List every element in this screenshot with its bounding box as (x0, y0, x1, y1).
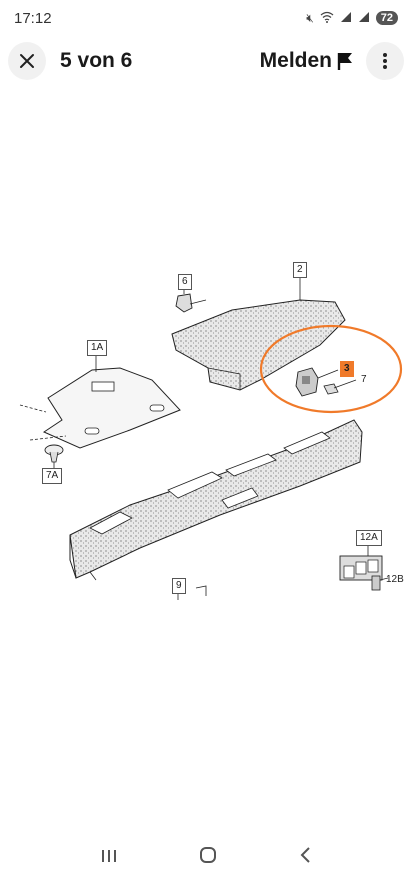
status-bar: 17:12 🔇︎ 72 (0, 0, 412, 36)
signal-icon (358, 11, 370, 26)
part-12a-bezel (339, 544, 383, 581)
wifi-icon (320, 11, 334, 26)
image-viewer[interactable]: 1A 2 3 6 7 7A 9 12A 12B (0, 100, 412, 830)
mute-icon: 🔇︎ (306, 10, 314, 25)
callout-12b: 12B (386, 574, 404, 585)
part-7a-pin (44, 444, 64, 468)
callout-2: 2 (293, 262, 307, 278)
signal-icon (340, 11, 352, 26)
recents-icon[interactable] (100, 844, 118, 870)
callout-3: 3 (340, 361, 354, 377)
report-label: Melden (259, 49, 332, 72)
callout-7: 7 (361, 374, 367, 385)
callout-6: 6 (178, 274, 192, 290)
callout-12a: 12A (356, 530, 382, 546)
top-bar: 5 von 6 Melden (0, 36, 412, 86)
part-3-switch (295, 367, 339, 397)
callout-9: 9 (172, 578, 186, 594)
close-button[interactable] (8, 42, 46, 80)
console-panel (69, 419, 363, 581)
part-1a-plate (19, 352, 181, 449)
flag-icon (337, 53, 352, 70)
home-icon[interactable] (199, 844, 217, 870)
highlight-circle (259, 324, 403, 414)
battery-badge: 72 (375, 11, 398, 25)
nav-bar (0, 831, 412, 883)
back-icon[interactable] (298, 844, 312, 870)
page-counter: 5 von 6 (60, 49, 133, 72)
report-button[interactable]: Melden (260, 49, 354, 73)
callout-1a: 1A (87, 340, 108, 356)
more-vert-icon (383, 53, 387, 69)
part-6-clip (175, 286, 207, 313)
callout-7a: 7A (42, 468, 63, 484)
close-icon (20, 54, 34, 68)
status-time: 17:12 (14, 9, 52, 27)
status-icons: 🔇︎ 72 (306, 11, 398, 26)
parts-diagram (19, 276, 403, 600)
part-7-cap (323, 379, 357, 395)
more-options-button[interactable] (366, 42, 404, 80)
part-2-cover (171, 276, 346, 391)
part-12b-switch (371, 575, 389, 591)
